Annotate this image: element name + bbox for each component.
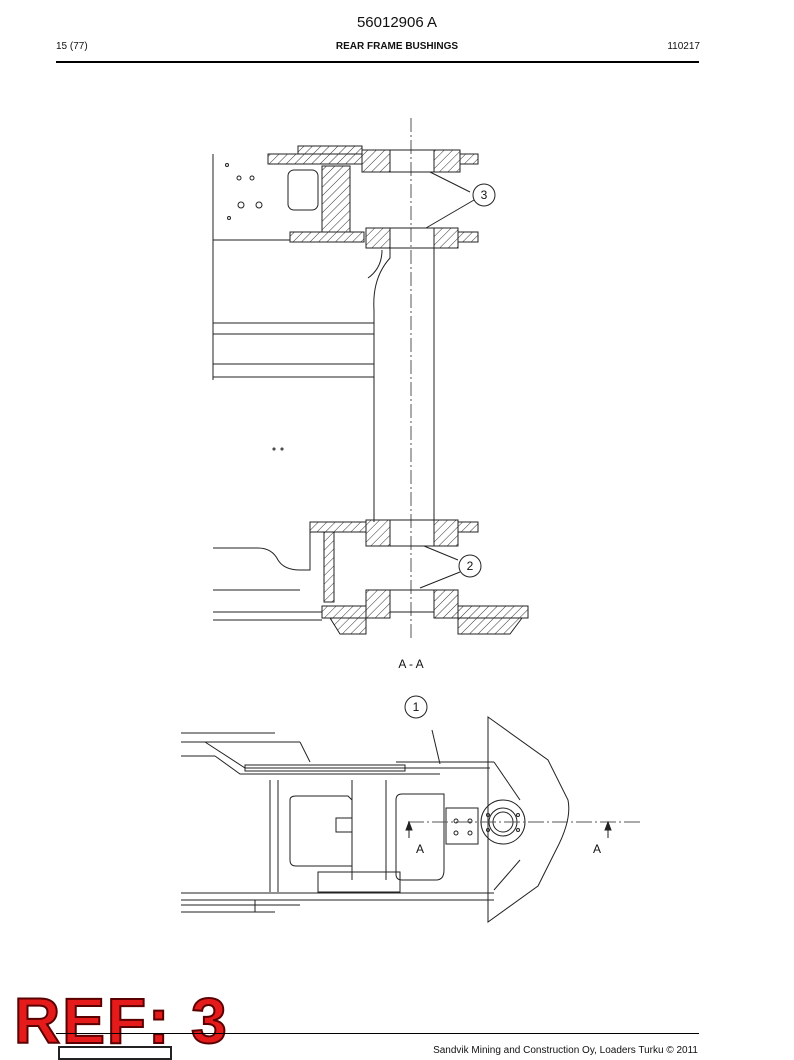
company-logo [58, 1046, 172, 1060]
callout-3: 3 [472, 183, 496, 207]
section-view [212, 118, 529, 640]
header-rule [56, 61, 699, 63]
footer-rule [56, 1033, 699, 1034]
svg-text:1: 1 [413, 700, 420, 714]
document-code: 110217 [667, 41, 700, 52]
callout-leaders-section [419, 171, 475, 765]
callout-1: 1 [404, 695, 428, 719]
section-mark-left: A [416, 842, 424, 856]
callout-2: 2 [458, 554, 482, 578]
ref-stamp: REF: 3 [13, 984, 229, 1058]
plan-view [181, 716, 640, 923]
footer-copyright: Sandvik Mining and Construction Oy, Load… [433, 1045, 698, 1056]
svg-text:3: 3 [481, 188, 488, 202]
svg-text:2: 2 [467, 559, 474, 573]
page-number: 15 (77) [56, 41, 88, 52]
document-number: 56012906 A [356, 14, 438, 31]
section-mark-right: A [593, 842, 601, 856]
section-label: A - A [398, 657, 423, 671]
page-title: REAR FRAME BUSHINGS [335, 41, 459, 52]
